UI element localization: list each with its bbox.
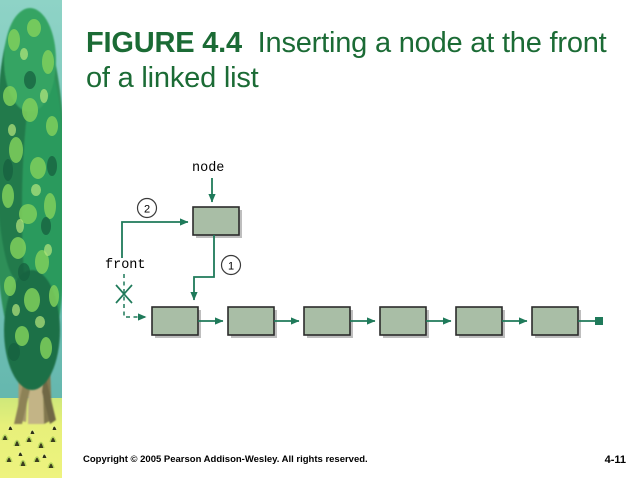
step-1-label: 1 [228, 261, 234, 273]
list-node-1 [151, 306, 199, 336]
new-node-box [192, 206, 240, 236]
old-front-link-dashed [123, 274, 147, 321]
slide-body: FIGURE 4.4 Inserting a node at the front… [62, 0, 638, 478]
list-node-4 [379, 306, 427, 336]
step-2-arrow [121, 218, 189, 258]
footer-copyright: Copyright © 2005 Pearson Addison-Wesley.… [83, 454, 368, 465]
figure-caption: Inserting a node at the front of a linke… [86, 27, 607, 94]
null-terminator-square [595, 317, 603, 325]
step-1-circle [220, 254, 242, 276]
list-node-6 [531, 306, 579, 336]
footer-page-number: 4-11 [604, 454, 626, 466]
page-title: FIGURE 4.4 Inserting a node at the front… [86, 26, 616, 96]
front-label: front [105, 258, 146, 273]
step-2-circle [136, 197, 158, 219]
broken-link-x-mark [115, 284, 133, 304]
linked-list-diagram: node 2 front 1 [62, 140, 638, 370]
figure-number: FIGURE 4.4 [86, 27, 242, 59]
step-1-arrow [190, 235, 215, 301]
step-2-label: 2 [144, 204, 150, 216]
list-node-3 [303, 306, 351, 336]
list-node-2 [227, 306, 275, 336]
node-label: node [192, 161, 224, 176]
sidebar-tree-image [0, 0, 62, 478]
list-node-5 [455, 306, 503, 336]
list-node-shadows [155, 310, 581, 338]
